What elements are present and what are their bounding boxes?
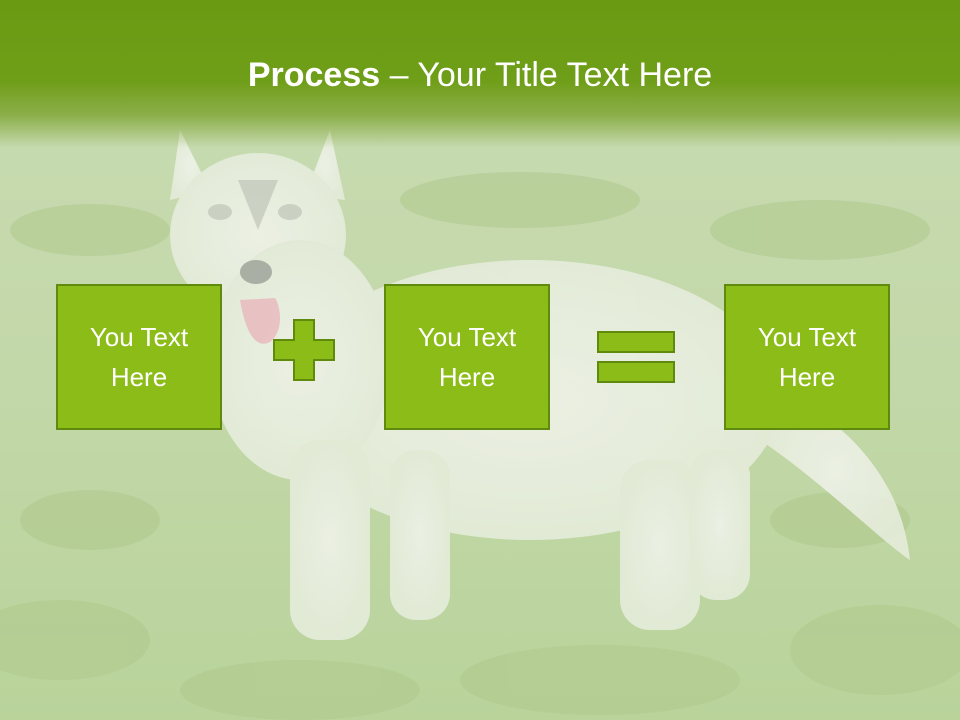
text-box-2-label: You Text Here (417, 322, 517, 392)
text-box-3[interactable]: You Text Here (724, 284, 890, 430)
text-box-2[interactable]: You Text Here (384, 284, 550, 430)
equals-icon (597, 331, 675, 383)
title-bar (0, 0, 960, 148)
text-box-1-label: You Text Here (89, 322, 189, 392)
title-bold: Process (247, 56, 381, 94)
title-rest: – Your Title Text Here (380, 56, 713, 94)
slide-title: Process – Your Title Text Here (0, 52, 960, 98)
text-box-1[interactable]: You Text Here (56, 284, 222, 430)
plus-icon (273, 319, 335, 381)
text-box-3-label: You Text Here (757, 322, 857, 392)
